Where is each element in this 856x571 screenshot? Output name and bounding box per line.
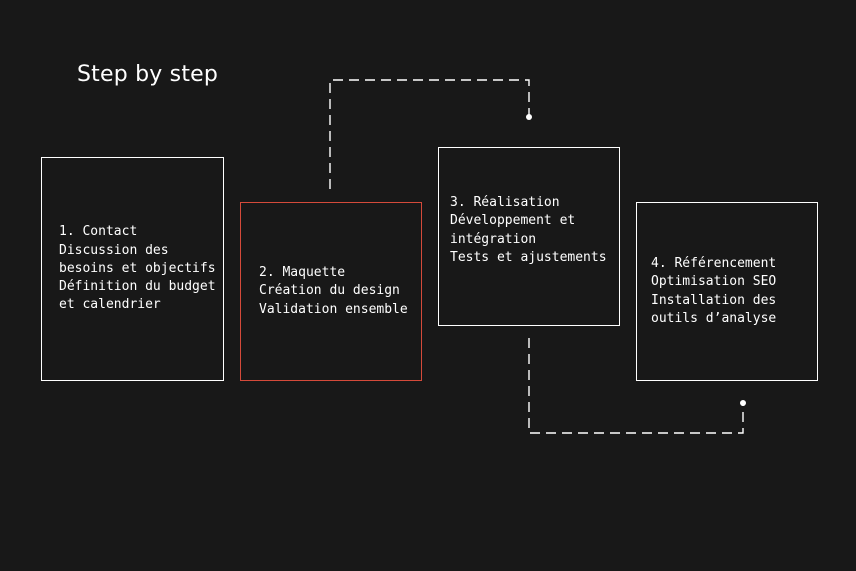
connector-endpoint-dot [526,114,532,120]
step-description-line: Discussion des [59,242,169,258]
step-description-line: Tests et ajustements [450,249,607,265]
step-box-referencement: 4. Référencement Optimisation SEO Instal… [636,202,818,381]
step-box-realisation: 3. Réalisation Développement et intégrat… [438,147,620,326]
step-description-line: besoins et objectifs [59,260,216,276]
step-description-line: Optimisation SEO [651,274,777,290]
step-label: 4. Référencement [651,255,777,271]
connector-endpoint-dot [740,400,746,406]
step-description-line: Définition du budget [59,279,216,295]
step-description-line: Validation ensemble [259,301,408,317]
step-description-line: Création du design [259,283,400,299]
step-description-line: outils d’analyse [651,310,777,326]
step-description-line: Installation des [651,292,777,308]
page-title: Step by step [77,62,219,87]
step-label: 2. Maquette [259,265,346,281]
step-box-contact: 1. Contact Discussion des besoins et obj… [41,157,224,381]
step-description-line: Développement et [450,213,576,229]
step-description-line: intégration [450,231,537,247]
step-label: 1. Contact [59,224,138,240]
step-label: 3. Réalisation [450,195,560,210]
step-description-line: et calendrier [59,297,161,313]
step-box-maquette: 2. Maquette Création du design Validatio… [240,202,422,381]
